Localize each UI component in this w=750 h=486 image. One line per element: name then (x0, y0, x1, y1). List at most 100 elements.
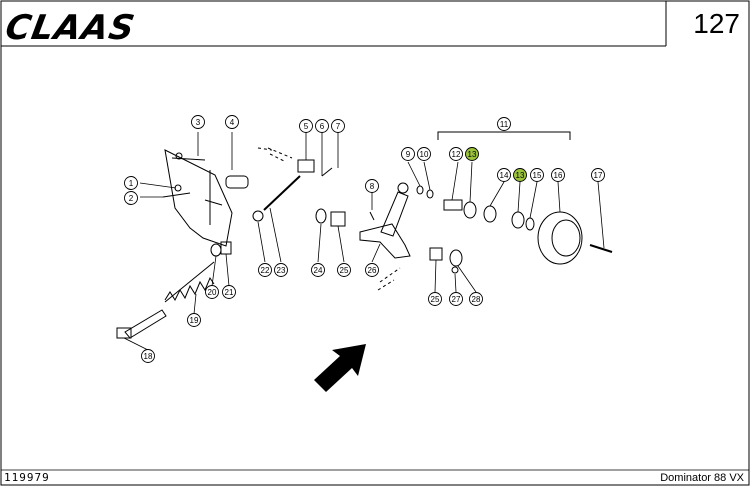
callout-label: 26 (368, 266, 377, 275)
bearing-13b (511, 211, 525, 229)
callout-circle (311, 263, 325, 277)
bearing-28 (449, 249, 463, 267)
rod-part (124, 309, 167, 339)
callout-circle (469, 292, 483, 306)
callout-16: 16 (551, 168, 565, 182)
bushing-25 (330, 211, 346, 227)
bushing-25b (429, 247, 443, 261)
direction-arrow-icon (314, 344, 366, 392)
callout-circle (530, 168, 544, 182)
rod-23 (263, 175, 301, 211)
callout-7: 7 (331, 119, 345, 133)
callout-circle (591, 168, 605, 182)
callout-label: 6 (320, 122, 325, 131)
callout-22: 22 (258, 263, 272, 277)
callout-2: 2 (124, 191, 138, 205)
callout-27: 27 (449, 292, 463, 306)
callout-8: 8 (365, 179, 379, 193)
callout-label: 21 (225, 288, 234, 297)
callout-10: 10 (417, 147, 431, 161)
bolt-3-head (175, 152, 183, 160)
lever-upright (380, 191, 409, 237)
callout-circle (551, 168, 565, 182)
callout-23: 23 (274, 263, 288, 277)
callout-3: 3 (191, 115, 205, 129)
callout-label: 4 (230, 118, 235, 127)
callout-circle (365, 263, 379, 277)
bolt-7 (321, 167, 333, 177)
callout-label: 1 (129, 179, 134, 188)
callout-circle (274, 263, 288, 277)
callout-9: 9 (401, 147, 415, 161)
bolt-17 (589, 244, 613, 253)
callout-label: 17 (594, 171, 603, 180)
callout-circle (222, 285, 236, 299)
washer-22 (252, 210, 264, 222)
callout-label: 19 (190, 316, 199, 325)
callout-circle (428, 292, 442, 306)
callout-label: 10 (420, 150, 429, 159)
callout-label: 12 (452, 150, 461, 159)
callout-label: 27 (452, 295, 461, 304)
callout-18: 18 (141, 349, 155, 363)
callout-circle (124, 191, 138, 205)
pulley-16 (537, 211, 583, 265)
callout-label: 25 (340, 266, 349, 275)
washer-20 (210, 243, 222, 257)
callout-28: 28 (469, 292, 483, 306)
washer-10 (426, 189, 434, 199)
spring-axis (164, 261, 215, 303)
callout-circle (191, 115, 205, 129)
callout-label: 16 (554, 171, 563, 180)
callout-label: 15 (533, 171, 542, 180)
group-bracket-11 (437, 131, 571, 140)
callout-label: 13 (468, 150, 477, 159)
callout-label: 25 (431, 295, 440, 304)
dashed-link-hint (377, 267, 401, 291)
callout-circle (449, 147, 463, 161)
bracket-part (164, 149, 233, 247)
callout-25: 25 (428, 292, 442, 306)
callout-circle (513, 168, 527, 182)
callout-6: 6 (315, 119, 329, 133)
callout-label: 28 (472, 295, 481, 304)
callout-14: 14 (497, 168, 511, 182)
drawing-id: 119979 (4, 471, 50, 484)
pulley-groove (551, 219, 581, 257)
shaft-12 (443, 199, 463, 211)
callout-26: 26 (365, 263, 379, 277)
callout-circle (205, 285, 219, 299)
bracket-pin (225, 175, 249, 189)
callout-20: 20 (205, 285, 219, 299)
callout-label: 8 (370, 182, 375, 191)
callout-label: 9 (406, 150, 411, 159)
callout-label: 11 (500, 120, 509, 129)
callout-13: 13 (513, 168, 527, 182)
callout-circle (449, 292, 463, 306)
dashed-part-hint (257, 147, 293, 163)
callout-circle (258, 263, 272, 277)
spring-part (164, 276, 215, 302)
callout-circle (331, 119, 345, 133)
callout-circle (225, 115, 239, 129)
callout-label: 3 (196, 118, 201, 127)
callout-25: 25 (337, 263, 351, 277)
pin-8 (369, 211, 375, 221)
callout-label: 13 (516, 171, 525, 180)
model-name: Dominator 88 VX (660, 472, 744, 484)
bolt-2 (162, 192, 191, 198)
callout-label: 24 (314, 266, 323, 275)
callout-13: 13 (465, 147, 479, 161)
callout-circle (187, 313, 201, 327)
washer-9 (416, 185, 424, 195)
ring-14 (483, 205, 497, 223)
callout-circle (497, 117, 511, 131)
bracket-detail (204, 170, 223, 225)
callout-circle (465, 147, 479, 161)
callout-15: 15 (530, 168, 544, 182)
bushing-24 (315, 208, 327, 224)
callout-label: 7 (336, 122, 341, 131)
callout-circle (365, 179, 379, 193)
